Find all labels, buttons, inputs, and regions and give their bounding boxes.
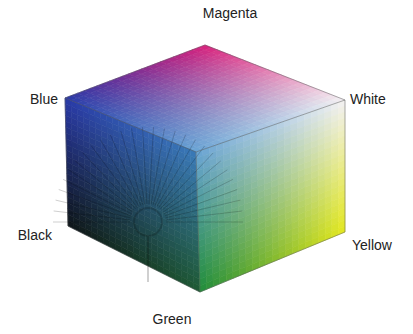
seal-ray xyxy=(91,146,137,208)
seal-ray xyxy=(142,127,146,204)
seal-ray xyxy=(59,190,131,216)
seal-ray xyxy=(160,153,213,209)
seal-ray xyxy=(166,211,242,220)
vertex-label: Green xyxy=(153,312,192,327)
top-face xyxy=(65,45,345,152)
vertex-label: Blue xyxy=(30,92,58,107)
vertex-label: White xyxy=(350,92,386,107)
seal-ray xyxy=(166,222,243,223)
cube-edge xyxy=(65,98,68,226)
seal-ray xyxy=(83,153,136,209)
seal-ray xyxy=(110,135,140,206)
seal-ray xyxy=(159,146,205,208)
seal-ray xyxy=(151,128,164,204)
vertex-label: Yellow xyxy=(352,238,392,253)
seal-ray xyxy=(63,179,132,214)
cube-edge xyxy=(200,232,345,292)
vertex-label: Black xyxy=(18,228,52,243)
vertex-label: Magenta xyxy=(203,6,257,21)
cube-edge xyxy=(196,152,200,292)
cube-edge xyxy=(65,45,205,98)
seal-stem xyxy=(147,236,149,282)
cube-edge xyxy=(68,226,200,292)
cube-edge xyxy=(65,98,196,152)
watermark-seal xyxy=(53,127,243,282)
seal-ray xyxy=(69,170,133,212)
cube-edge xyxy=(196,100,345,152)
cube-edge xyxy=(345,100,346,232)
seal-ray xyxy=(165,190,237,216)
seal-ray xyxy=(121,131,143,205)
seal-ray xyxy=(53,222,130,223)
seal-ring xyxy=(134,208,162,236)
cube-edge xyxy=(205,45,345,100)
seal-ray xyxy=(162,161,221,210)
seal-ray xyxy=(164,179,233,214)
cube-edges xyxy=(65,45,345,292)
